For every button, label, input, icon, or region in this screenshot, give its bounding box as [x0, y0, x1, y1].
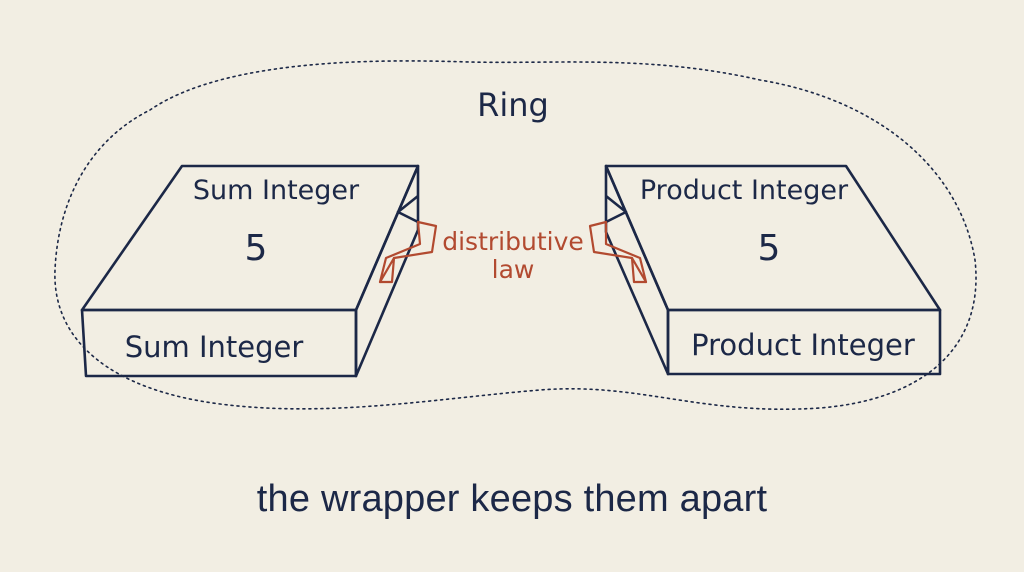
- left-hook: [378, 220, 438, 284]
- right-box-side-face: [604, 164, 670, 376]
- left-hook-fold: [378, 256, 396, 284]
- connector-label-line2: law: [492, 255, 535, 284]
- right-hook-fold: [630, 256, 648, 284]
- ring-label: Ring: [477, 86, 549, 124]
- right-box: [604, 164, 942, 376]
- right-box-value: 5: [758, 228, 781, 269]
- left-box: [80, 164, 420, 378]
- connector-label-line1: distributive: [442, 227, 584, 256]
- left-box-notch: [396, 194, 419, 224]
- right-hook: [588, 220, 648, 284]
- right-box-top-label: Product Integer: [640, 175, 849, 206]
- ring-boundary: [54, 60, 977, 411]
- right-box-notch: [605, 194, 628, 224]
- left-box-top-label: Sum Integer: [193, 175, 360, 206]
- caption: the wrapper keeps them apart: [256, 478, 768, 520]
- connector-hooks: [378, 220, 648, 284]
- left-box-front-label: Sum Integer: [125, 330, 304, 364]
- left-box-value: 5: [245, 228, 268, 269]
- left-box-side-face: [354, 164, 420, 378]
- right-box-front-label: Product Integer: [691, 328, 915, 362]
